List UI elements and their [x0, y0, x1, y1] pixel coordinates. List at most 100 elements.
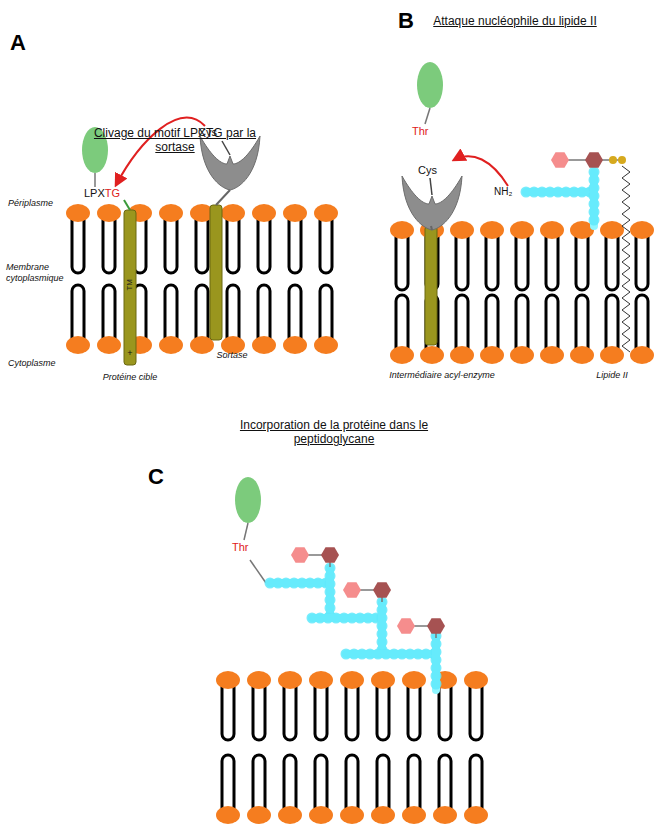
- lipid-tail: [72, 285, 84, 339]
- lipid-tail: [227, 219, 239, 273]
- linker: [250, 560, 266, 583]
- lipid-tail: [408, 755, 420, 809]
- lipid-tail: [408, 686, 420, 740]
- lipid-head: [66, 336, 90, 354]
- lipid-head: [283, 336, 307, 354]
- lipid-tail: [516, 236, 528, 290]
- attack-arrow: [454, 156, 508, 186]
- residue-label: Thr: [412, 125, 429, 138]
- sortase-enzyme: [200, 136, 260, 190]
- cys-link: [222, 141, 230, 155]
- lipid-tail: [439, 755, 451, 809]
- panel-letter: C: [148, 464, 164, 490]
- transmembrane-helix: [425, 226, 437, 345]
- residue-label: Cys: [198, 126, 217, 139]
- helix-label: TM: [125, 279, 135, 291]
- peptide-chain: [432, 636, 440, 690]
- lipid-tail: [165, 219, 177, 273]
- lipid-tail: [284, 755, 296, 809]
- undecaprenyl-chain: [622, 166, 630, 352]
- lipid-head: [630, 221, 654, 239]
- linker: [425, 108, 430, 124]
- sortase-stem: [216, 190, 230, 205]
- peptide-chain: [312, 614, 382, 622]
- peptide-chain: [326, 568, 334, 618]
- amino-acid-beads: [589, 172, 600, 226]
- sugar-hexagon: [551, 152, 569, 168]
- sortase-enzyme: [402, 176, 462, 230]
- lipid-tail: [456, 295, 468, 349]
- transmembrane-helix: [210, 205, 222, 340]
- lipid-tail: [253, 755, 265, 809]
- lipid-tail: [546, 236, 558, 290]
- lipid-tail: [439, 686, 451, 740]
- lipid-tail: [470, 686, 482, 740]
- sugar-hexagon: [291, 547, 309, 563]
- lipid-head: [278, 671, 302, 689]
- lipid-tail: [470, 755, 482, 809]
- lipid-tail: [315, 755, 327, 809]
- lipid-tail: [456, 236, 468, 290]
- lipid-tail: [606, 295, 618, 349]
- lipid-tail: [346, 755, 358, 809]
- lipid-tail: [289, 285, 301, 339]
- lipid-tail: [253, 686, 265, 740]
- part-name: Protéine cible: [95, 372, 165, 383]
- panel-title: Attaque nucléophile du lipide II: [390, 14, 640, 28]
- lipid-head: [402, 671, 426, 689]
- motif-label: LPX: [84, 187, 105, 200]
- lipid-head: [371, 806, 395, 824]
- lipid-tail: [227, 285, 239, 339]
- membrane-c: [216, 671, 488, 824]
- peptide-chain: [346, 650, 436, 658]
- sugar-hexagon: [343, 582, 361, 598]
- lipid-head: [314, 336, 338, 354]
- sugar-hexagon: [373, 582, 391, 598]
- amino-acid-beads: [270, 578, 330, 589]
- lipid-tail: [636, 295, 648, 349]
- lipid-tail: [72, 219, 84, 273]
- lipid-head: [309, 806, 333, 824]
- part-name: Intermédiaire acyl-enzyme: [382, 370, 502, 381]
- lipid-tail: [320, 285, 332, 339]
- lipid-tail: [486, 236, 498, 290]
- lipid-tail: [222, 755, 234, 809]
- lipid-tail: [396, 236, 408, 290]
- lipid-tail: [576, 236, 588, 290]
- lipid-head: [278, 806, 302, 824]
- lipid-tail: [320, 219, 332, 273]
- lipid-tail: [222, 686, 234, 740]
- lipid-tail: [258, 285, 270, 339]
- lipid-tail: [284, 686, 296, 740]
- lipid-tail: [377, 755, 389, 809]
- lipid-tail: [636, 236, 648, 290]
- lipid-head: [540, 221, 564, 239]
- phosphate: [618, 156, 626, 164]
- lipid-head: [252, 336, 276, 354]
- protein-domain: [235, 477, 261, 523]
- membrane-b: [390, 221, 654, 364]
- lipid-head: [600, 346, 624, 364]
- lipid-head: [402, 806, 426, 824]
- lipid-tail: [377, 686, 389, 740]
- amino-acid-beads: [312, 613, 382, 624]
- lipid-tail: [165, 285, 177, 339]
- peptide-chain: [378, 602, 386, 654]
- chemical-group: NH₂: [494, 186, 512, 198]
- amino-acid-beads: [346, 649, 436, 660]
- lipid-tail: [289, 219, 301, 273]
- lipid-head: [480, 346, 504, 364]
- lipid-head: [247, 806, 271, 824]
- lipid-tail: [396, 295, 408, 349]
- peptide-chain: [270, 579, 330, 587]
- peptide-chain: [526, 188, 594, 196]
- residue-label: Thr: [232, 541, 249, 554]
- lipid-tail: [516, 295, 528, 349]
- part-name: Sortase: [216, 350, 247, 361]
- lipid-tail: [486, 295, 498, 349]
- amino-acid-beads: [526, 187, 594, 198]
- lipid-head: [630, 346, 654, 364]
- lipid-head: [314, 204, 338, 222]
- sortase-stem: [431, 226, 432, 230]
- region-label: Membrane cytoplasmique: [6, 262, 70, 284]
